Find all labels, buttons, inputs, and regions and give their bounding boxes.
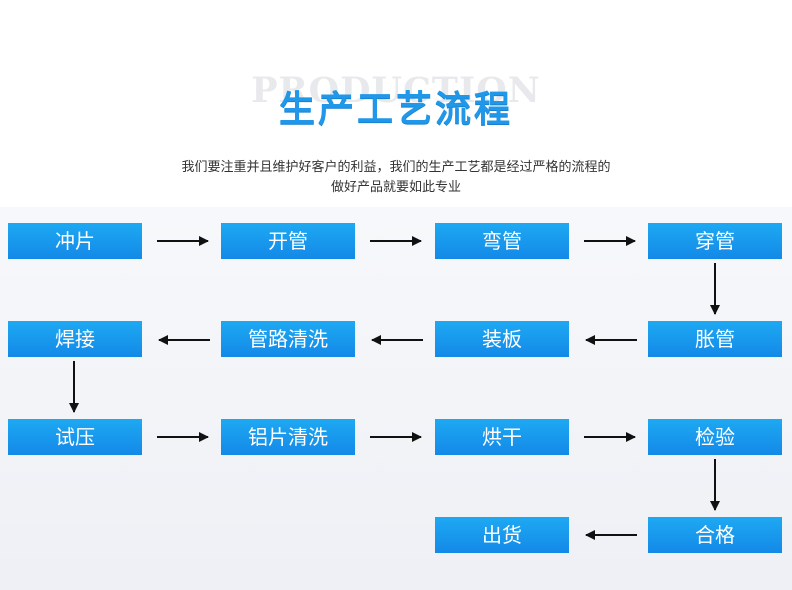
step-kaiguan: 开管 bbox=[221, 223, 355, 259]
step-zhangguan: 胀管 bbox=[648, 321, 782, 357]
step-chongpian: 冲片 bbox=[8, 223, 142, 259]
subtitle-line-2: 做好产品就要如此专业 bbox=[330, 180, 461, 195]
step-hanjie: 焊接 bbox=[8, 321, 142, 357]
step-lvpianqingxi: 铝片清洗 bbox=[221, 419, 355, 455]
step-guanluqingxi: 管路清洗 bbox=[221, 321, 355, 357]
step-honggan: 烘干 bbox=[435, 419, 569, 455]
step-zhuangban: 装板 bbox=[435, 321, 569, 357]
subtitle-line-1: 我们要注重并且维护好客户的利益，我们的生产工艺都是经过严格的流程的 bbox=[181, 160, 611, 175]
step-jianyan: 检验 bbox=[648, 419, 782, 455]
step-chuhuo: 出货 bbox=[435, 517, 569, 553]
watermark-text: PRODUCTION bbox=[251, 70, 541, 111]
step-shiya: 试压 bbox=[8, 419, 142, 455]
step-chuanguan: 穿管 bbox=[648, 223, 782, 259]
step-hege: 合格 bbox=[648, 517, 782, 553]
header-background bbox=[0, 0, 792, 210]
page-title: 生产工艺流程 bbox=[278, 89, 513, 130]
step-wanguan: 弯管 bbox=[435, 223, 569, 259]
